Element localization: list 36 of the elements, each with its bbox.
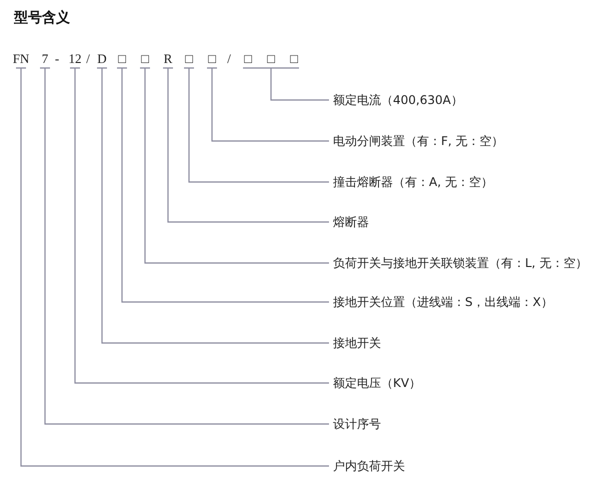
- model-code-character: □: [290, 51, 298, 66]
- meaning-text: 额定电压（KV）: [333, 375, 422, 391]
- model-code-character: D: [97, 51, 107, 66]
- leader-line: [116, 67, 330, 303]
- leader-line: [162, 67, 330, 223]
- meaning-text: 撞击熔断器（有：A, 无：空）: [333, 174, 493, 190]
- separator-symbol: -: [54, 51, 60, 66]
- meaning-text: 额定电流（400,630A）: [333, 92, 463, 108]
- heading: 型号含义: [14, 9, 70, 27]
- leader-line: [139, 67, 330, 264]
- meaning-text: 负荷开关与接地开关联锁装置（有：L, 无：空）: [333, 255, 588, 271]
- model-code-character: FN: [12, 51, 30, 66]
- model-code-character: □: [208, 51, 216, 66]
- leader-line: [15, 67, 330, 467]
- meaning-text: 接地开关: [333, 335, 381, 351]
- model-code-character: □: [267, 51, 275, 66]
- leader-line: [96, 67, 330, 344]
- model-code-character: 12: [68, 51, 82, 66]
- model-code-character: 7: [42, 51, 48, 66]
- meaning-text: 户内负荷开关: [333, 458, 405, 474]
- separator-symbol: /: [86, 51, 90, 66]
- separator-symbol: /: [227, 51, 231, 66]
- model-code-character: □: [244, 51, 252, 66]
- leader-line: [183, 67, 330, 183]
- leader-line: [206, 67, 330, 142]
- meaning-text: 熔断器: [333, 214, 369, 230]
- meaning-text: 接地开关位置（进线端：S，出线端：X）: [333, 294, 553, 310]
- model-code-character: R: [164, 51, 172, 66]
- model-code-character: □: [118, 51, 126, 66]
- leader-line: [69, 67, 330, 384]
- model-code-character: □: [141, 51, 149, 66]
- meaning-text: 电动分闸装置（有：F, 无：空）: [333, 133, 504, 149]
- leader-line: [39, 67, 330, 425]
- model-code-character: □: [185, 51, 193, 66]
- leader-line: [242, 67, 330, 101]
- meaning-text: 设计序号: [333, 416, 381, 432]
